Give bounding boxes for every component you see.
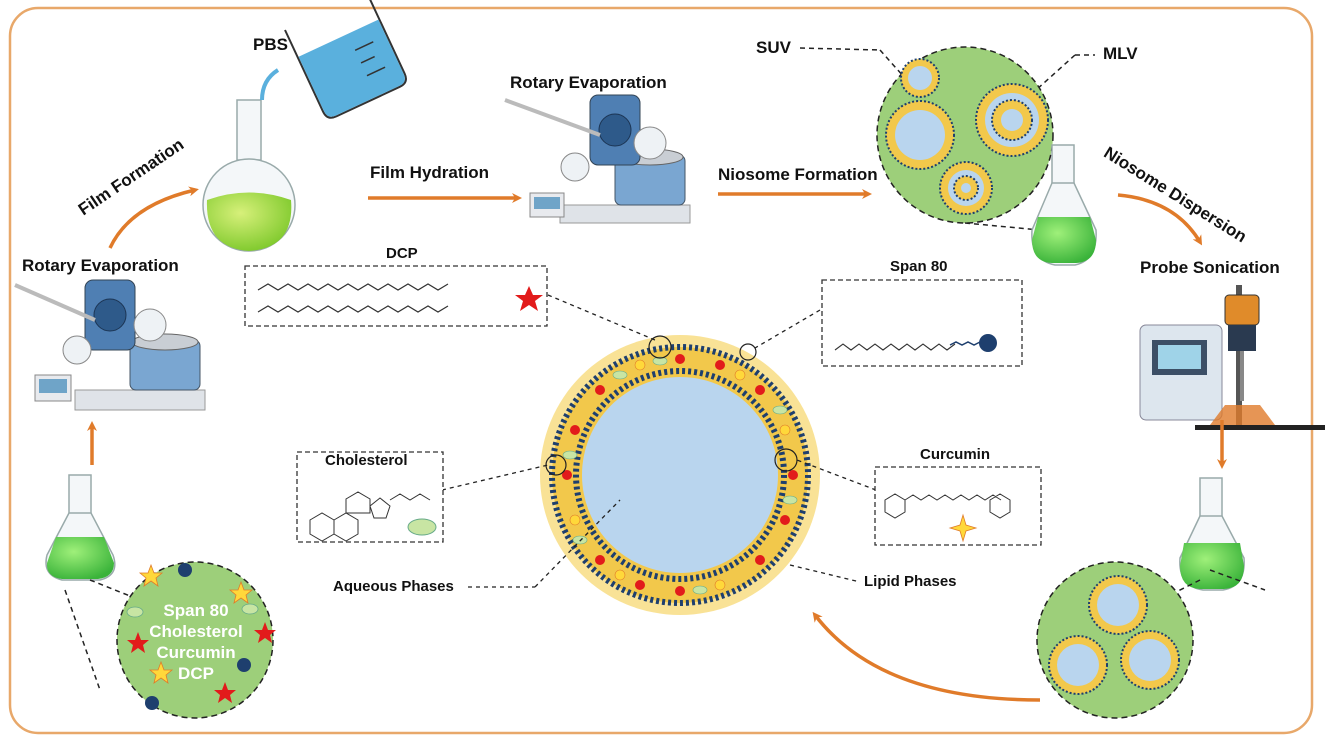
label-cholesterol: Cholesterol [325, 452, 408, 469]
label-suv: SUV [756, 38, 791, 57]
flask-icon [1179, 477, 1245, 591]
suv-inset [1036, 561, 1266, 719]
beaker-icon [284, 0, 407, 119]
rotary-evaporator-icon [14, 279, 206, 411]
ingredients-inset [64, 561, 276, 719]
flask-icon [202, 99, 296, 252]
yellow-star-icon [948, 513, 978, 543]
bilayer-stars [562, 354, 798, 596]
outer-frame [8, 6, 1314, 735]
label-aqueous-phases: Aqueous Phases [333, 578, 454, 595]
dcp-box [244, 265, 548, 327]
span80-box [821, 279, 1023, 367]
label-niosome-formation: Niosome Formation [718, 165, 878, 184]
rotary-evaporator-icon [504, 94, 691, 224]
arrow-dispersion [1117, 193, 1203, 246]
label-span80: Span 80 [890, 258, 948, 275]
central-niosome [540, 335, 820, 615]
label-dcp: DCP [386, 245, 418, 262]
arrow-return [812, 611, 1041, 702]
label-mlv: MLV [1103, 44, 1138, 63]
label-film-hydration: Film Hydration [370, 163, 490, 182]
ingredient-cholesterol: Cholesterol [149, 622, 243, 641]
label-lipid-phases: Lipid Phases [864, 573, 957, 590]
ingredient-span80: Span 80 [163, 601, 229, 620]
curcumin-box [874, 466, 1042, 546]
label-rotary-evaporation-left: Rotary Evaporation [22, 256, 179, 275]
flask-icon [1031, 144, 1097, 266]
label-curcumin: Curcumin [920, 446, 991, 463]
red-star-icon [515, 286, 543, 311]
label-rotary-evaporation-top: Rotary Evaporation [510, 73, 667, 92]
niosome-inset [799, 46, 1095, 231]
label-pbs: PBS [253, 35, 288, 54]
ingredient-curcumin: Curcumin [156, 643, 236, 662]
label-probe-sonication: Probe Sonication [1140, 258, 1280, 277]
flask-icon [45, 474, 116, 581]
arrow-film-formation [108, 186, 199, 249]
probe-sonicator-icon [1139, 285, 1325, 430]
ingredient-dcp: DCP [178, 664, 214, 683]
